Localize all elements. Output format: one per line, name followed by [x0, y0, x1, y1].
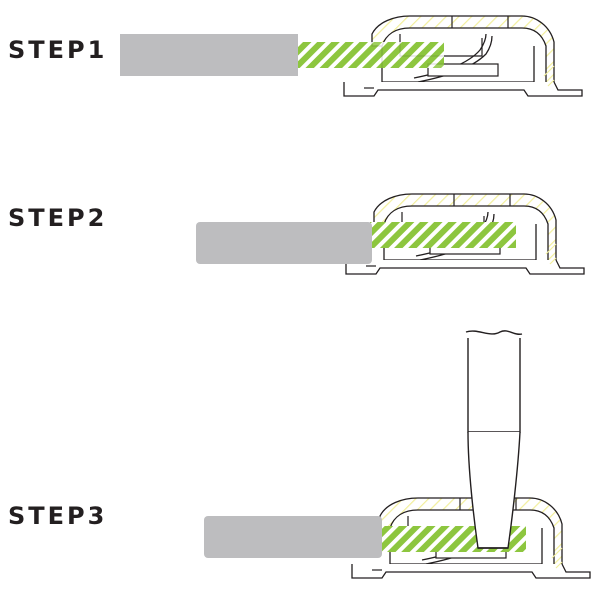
screwdriver-tool	[465, 330, 523, 549]
step3-figure	[204, 330, 591, 579]
step3-cable	[204, 516, 382, 558]
step3-label: STEP3	[8, 502, 108, 530]
step1-label: STEP1	[8, 36, 108, 64]
step2-label: STEP2	[8, 204, 108, 232]
step2-conductor	[370, 222, 516, 248]
step2-figure	[196, 193, 585, 275]
step1-figure	[120, 15, 583, 97]
step1-cable	[120, 34, 298, 76]
step2-cable	[196, 222, 372, 264]
